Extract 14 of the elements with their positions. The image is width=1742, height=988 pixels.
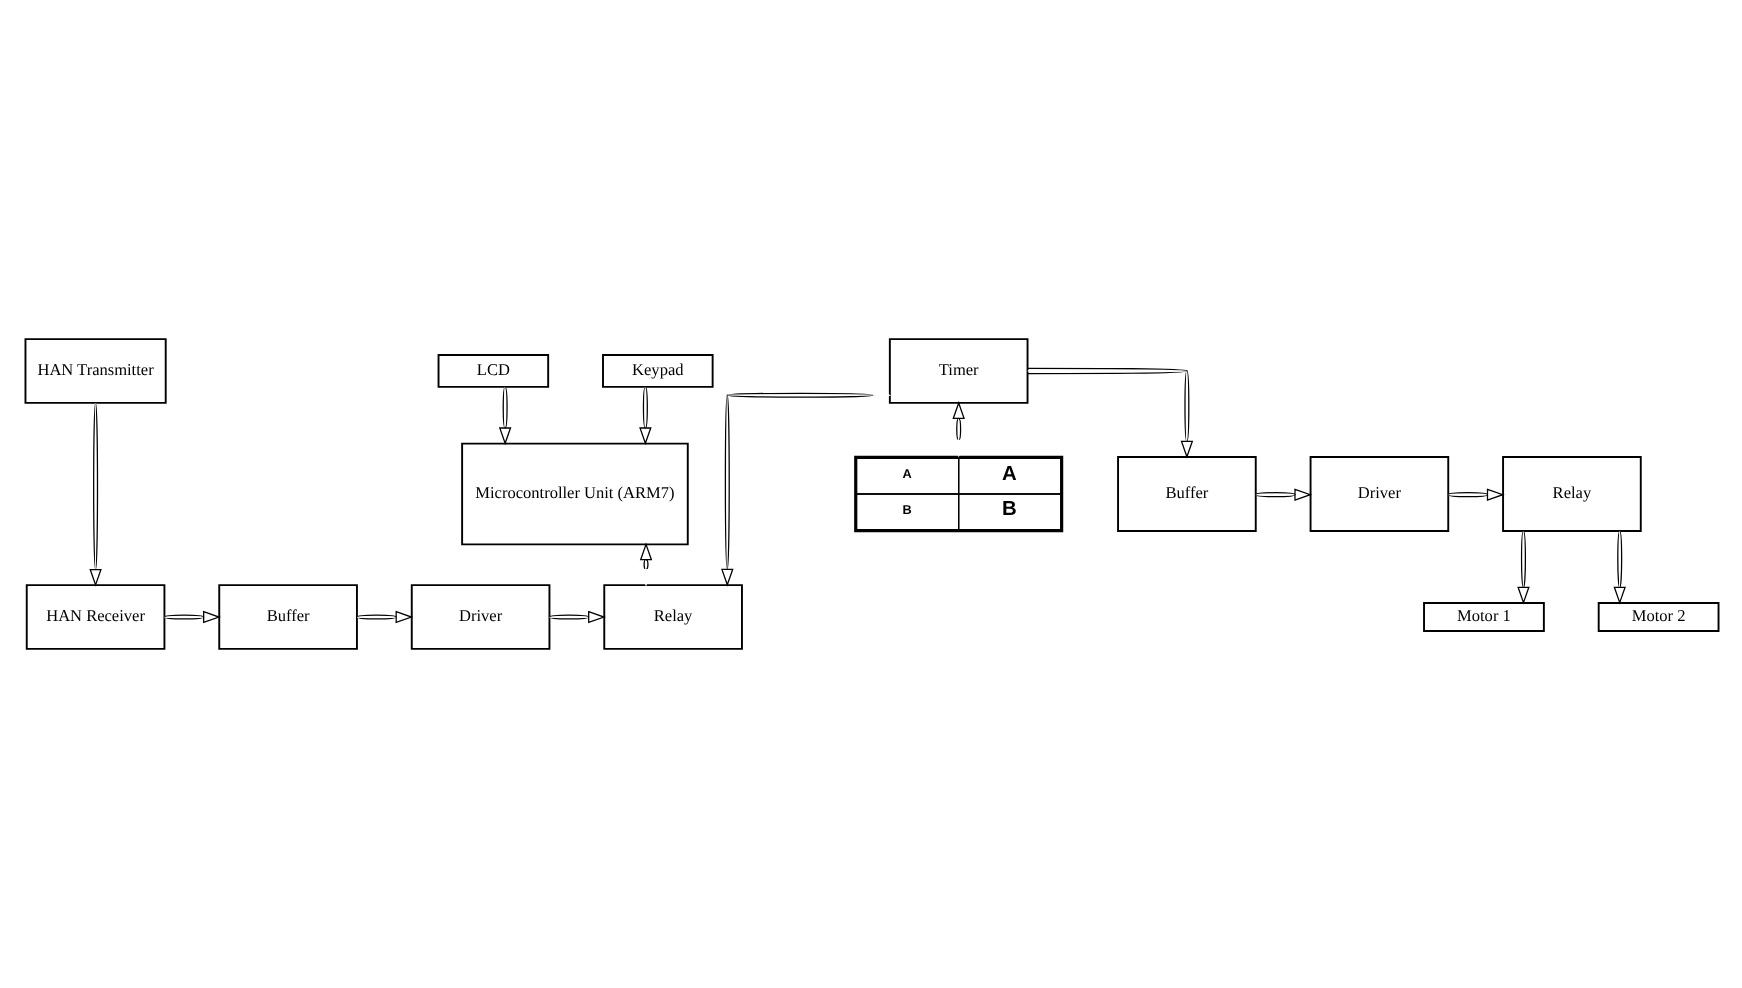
- arrow: [497, 386, 511, 446]
- arrow: [547, 610, 605, 624]
- arrow: [162, 610, 220, 624]
- arrow: [1026, 367, 1193, 459]
- arrow: [88, 402, 101, 587]
- arrow: [720, 388, 891, 587]
- arrow: [1516, 530, 1529, 605]
- arrow: [1254, 488, 1312, 501]
- arrow: [1446, 488, 1504, 501]
- arrow: [1612, 530, 1625, 605]
- arrow: [951, 401, 964, 458]
- arrow: [638, 386, 651, 446]
- arrow: [355, 610, 413, 624]
- arrow: [638, 542, 652, 587]
